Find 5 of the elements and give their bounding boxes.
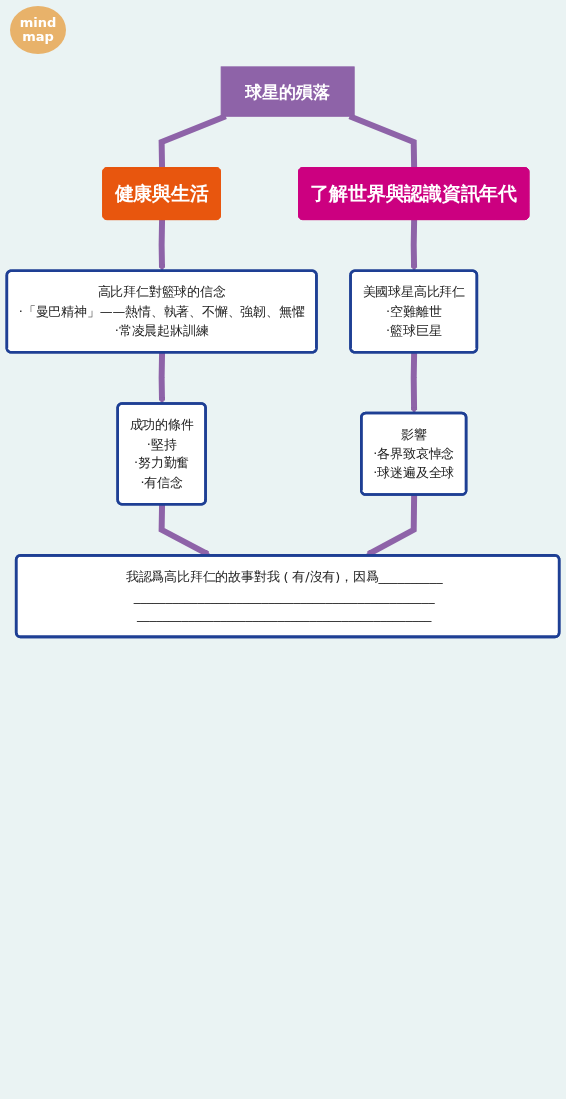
node-box: 球星的殞落	[220, 66, 355, 117]
connector	[158, 113, 227, 168]
arrow	[410, 352, 418, 414]
connector	[348, 113, 418, 168]
speech-bubble-label: mind map	[10, 6, 66, 54]
